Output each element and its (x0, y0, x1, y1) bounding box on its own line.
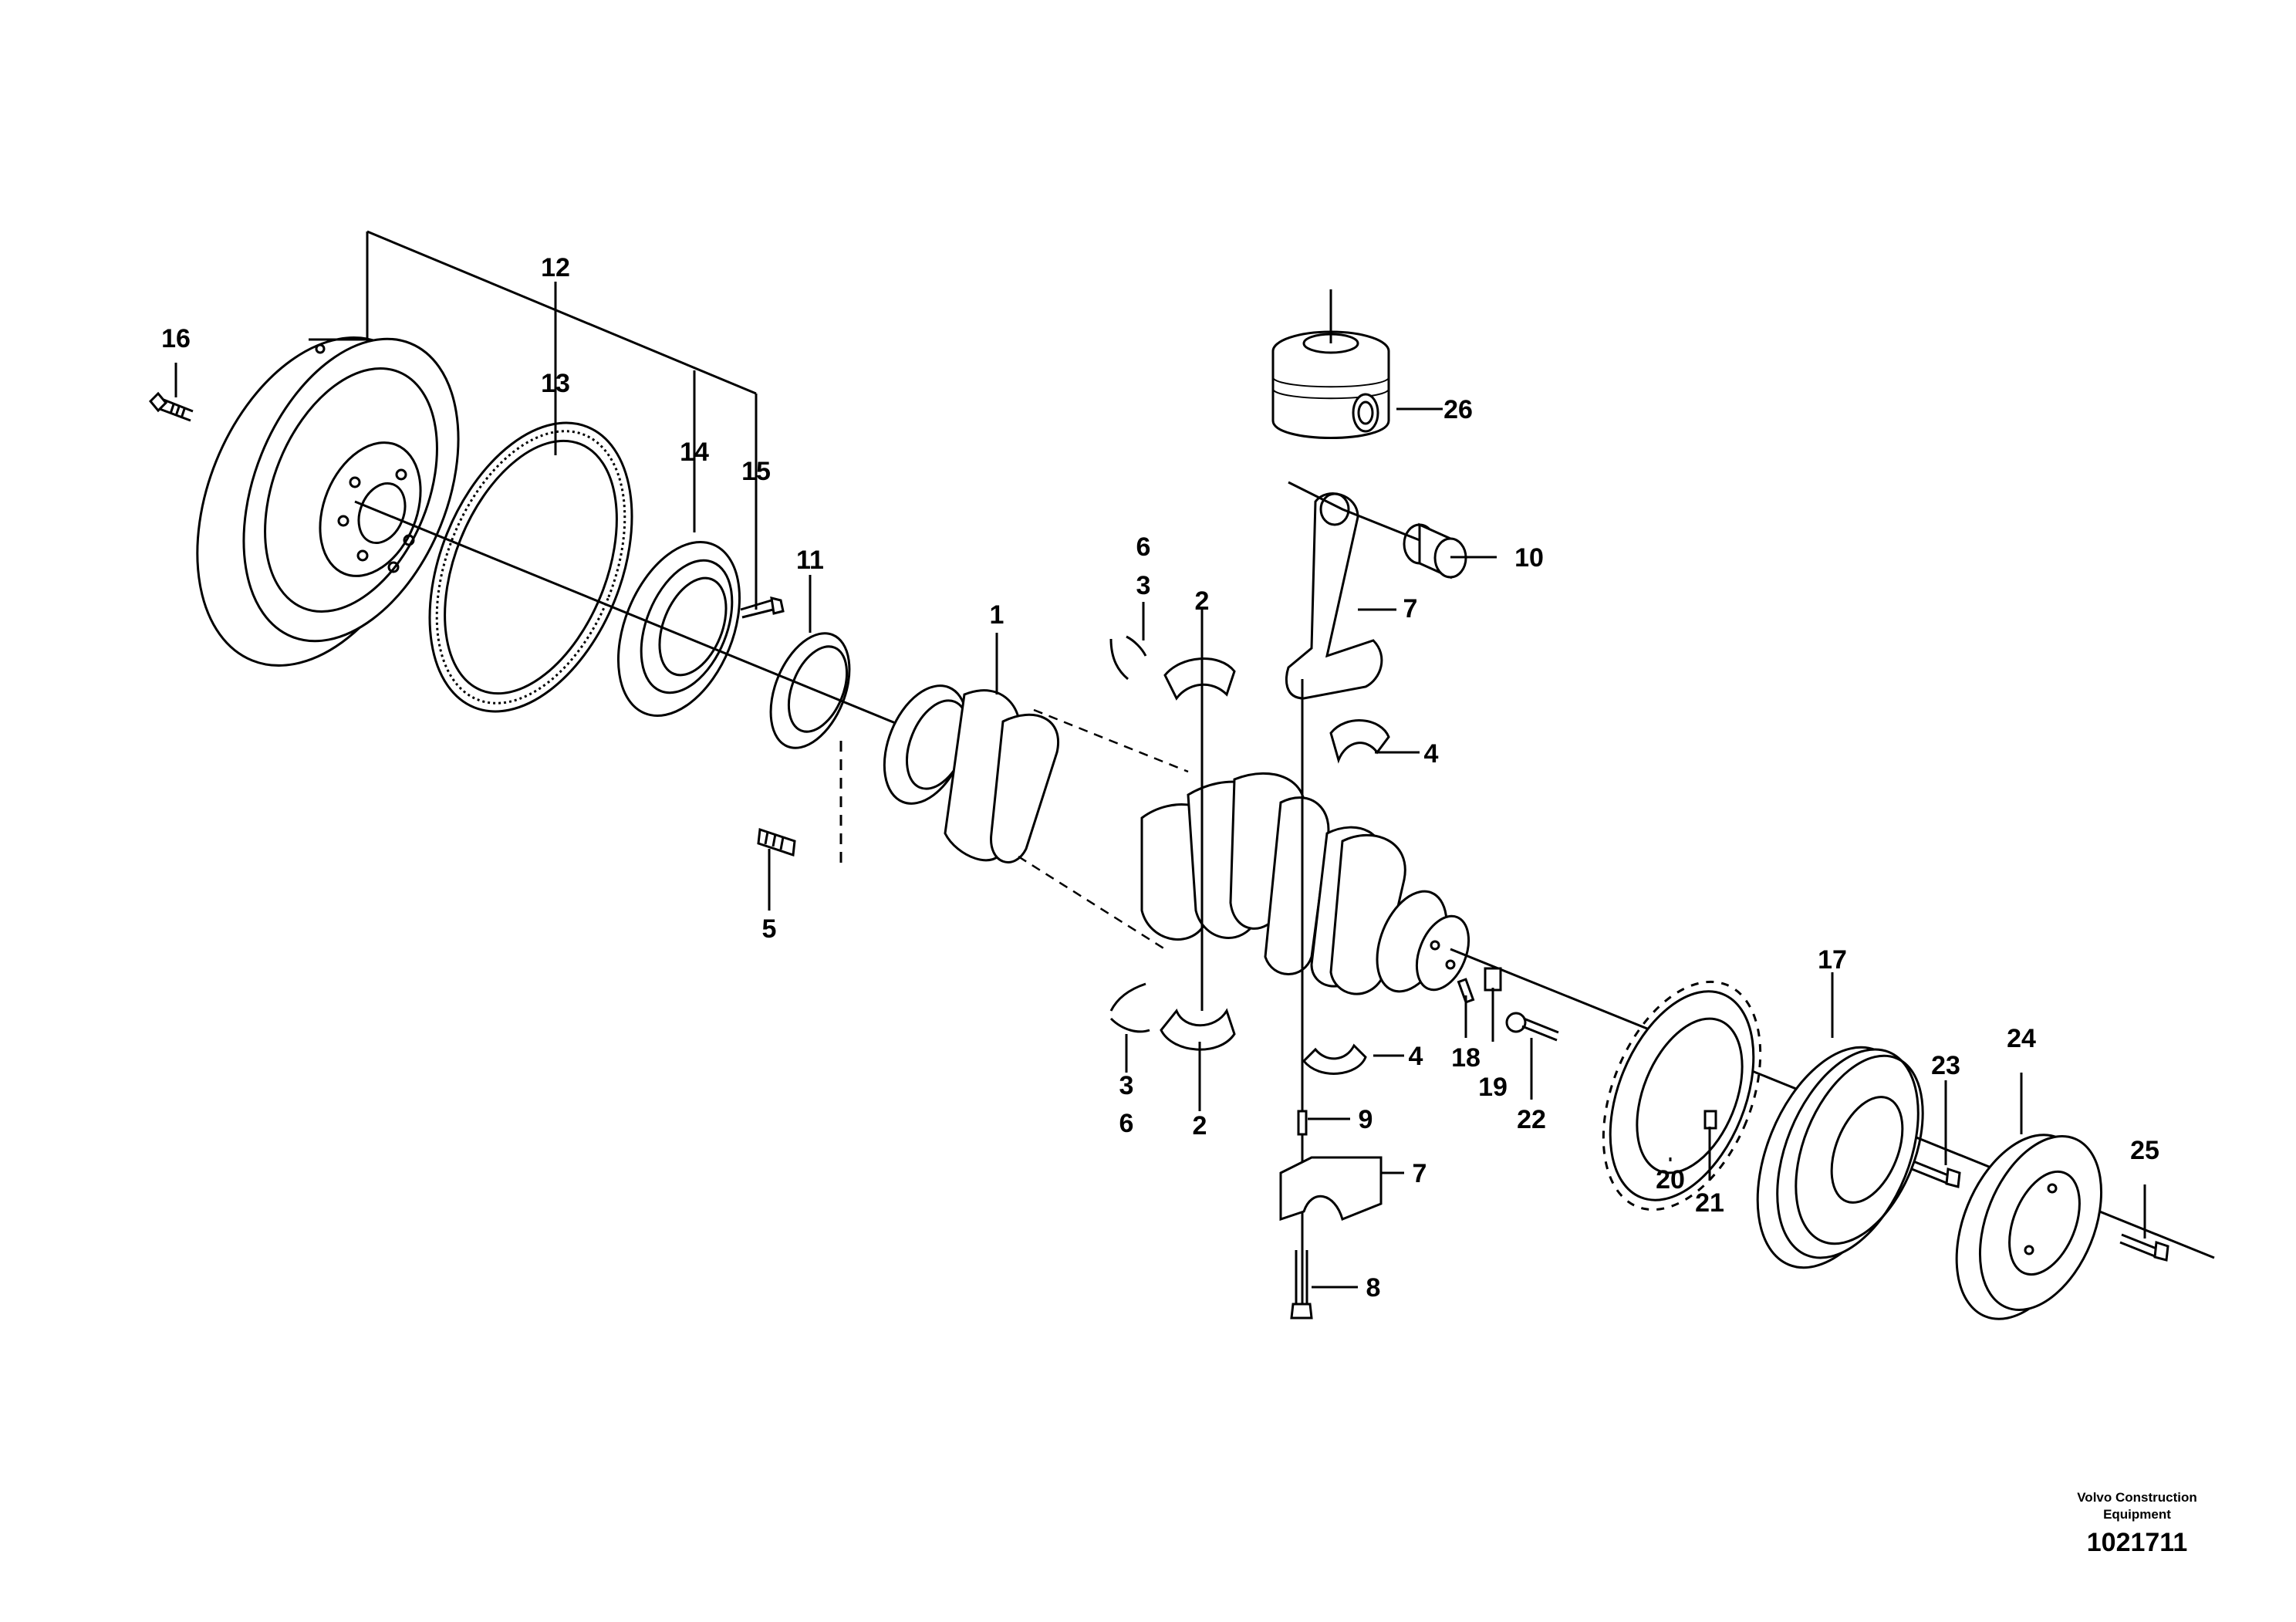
callout-23: 23 (1931, 1051, 1960, 1080)
callout-22: 22 (1517, 1105, 1546, 1134)
callout-19: 19 (1478, 1073, 1508, 1102)
dowel-sleeve (1484, 967, 1502, 992)
ring-gear (428, 421, 633, 713)
flywheel-bolt (148, 391, 194, 422)
callout-7-upper: 7 (1403, 594, 1418, 623)
main-bearing-lower (1160, 1008, 1236, 1051)
callout-4-upper: 4 (1424, 739, 1439, 769)
callout-9: 9 (1359, 1105, 1373, 1134)
vibration-damper (1955, 1134, 2103, 1320)
callout-11: 11 (796, 546, 824, 575)
assembly-axis-rear (354, 500, 911, 731)
leader-lines (174, 230, 2146, 1289)
callout-18: 18 (1451, 1043, 1481, 1073)
callout-2-upper: 2 (1195, 586, 1210, 616)
thrust-washer-upper (1109, 635, 1147, 681)
piston (1271, 289, 1390, 439)
flywheel (196, 336, 460, 667)
callouts: 1 2 2 3 3 4 4 5 6 6 7 7 8 9 10 11 12 13 … (161, 253, 2159, 1303)
conrod-bolt (1290, 1250, 1313, 1320)
callout-12: 12 (541, 253, 570, 282)
callout-6-lower: 6 (1119, 1109, 1134, 1138)
callout-1: 1 (990, 600, 1004, 630)
crankshaft (883, 684, 1470, 995)
thrust-washer-lower (1109, 982, 1150, 1033)
brand-caption: Volvo Construction Equipment (2052, 1489, 2222, 1523)
callout-25: 25 (2130, 1136, 2159, 1165)
gear-dowel (1703, 1110, 1717, 1130)
callout-13: 13 (541, 369, 570, 398)
callout-3-lower: 3 (1119, 1071, 1134, 1100)
callout-10: 10 (1514, 543, 1544, 573)
callout-3-upper: 3 (1136, 571, 1151, 600)
callout-7-lower: 7 (1413, 1159, 1427, 1188)
seal-ring (769, 632, 851, 749)
brand-line-2: Equipment (2103, 1507, 2171, 1522)
conrod-bearing-lower (1302, 1043, 1367, 1075)
callout-17: 17 (1818, 945, 1847, 975)
front-pin (1457, 978, 1475, 1004)
main-bearing-upper (1163, 657, 1236, 701)
callout-2-lower: 2 (1193, 1111, 1207, 1140)
document-number: 1021711 (2086, 1528, 2188, 1557)
piston-pin-bushing (1403, 522, 1467, 580)
callout-15: 15 (741, 457, 771, 486)
callout-20: 20 (1656, 1165, 1685, 1195)
callout-8: 8 (1366, 1273, 1381, 1303)
callout-14: 14 (680, 438, 709, 467)
plug-screw (757, 827, 796, 857)
callout-16: 16 (161, 324, 191, 353)
conrod-bearing-upper (1329, 719, 1390, 764)
gear-bolt (1505, 1012, 1559, 1042)
cover-bolt (740, 596, 785, 619)
timing-gear (1602, 980, 1762, 1211)
seal-cover (616, 540, 741, 718)
callout-24: 24 (2007, 1024, 2036, 1053)
pulley-bolt (1911, 1160, 1961, 1188)
callout-6-upper: 6 (1136, 532, 1151, 562)
callout-5: 5 (762, 914, 777, 944)
brand-line-1: Volvo Construction (2077, 1490, 2197, 1505)
damper-bolt (2119, 1233, 2169, 1262)
callout-26: 26 (1443, 395, 1473, 424)
callout-4-lower: 4 (1409, 1042, 1423, 1071)
belt-pulley (1756, 1046, 1924, 1269)
guide-pin (1297, 1110, 1308, 1136)
callout-21: 21 (1695, 1188, 1724, 1218)
conrod-cap (1279, 1156, 1383, 1222)
